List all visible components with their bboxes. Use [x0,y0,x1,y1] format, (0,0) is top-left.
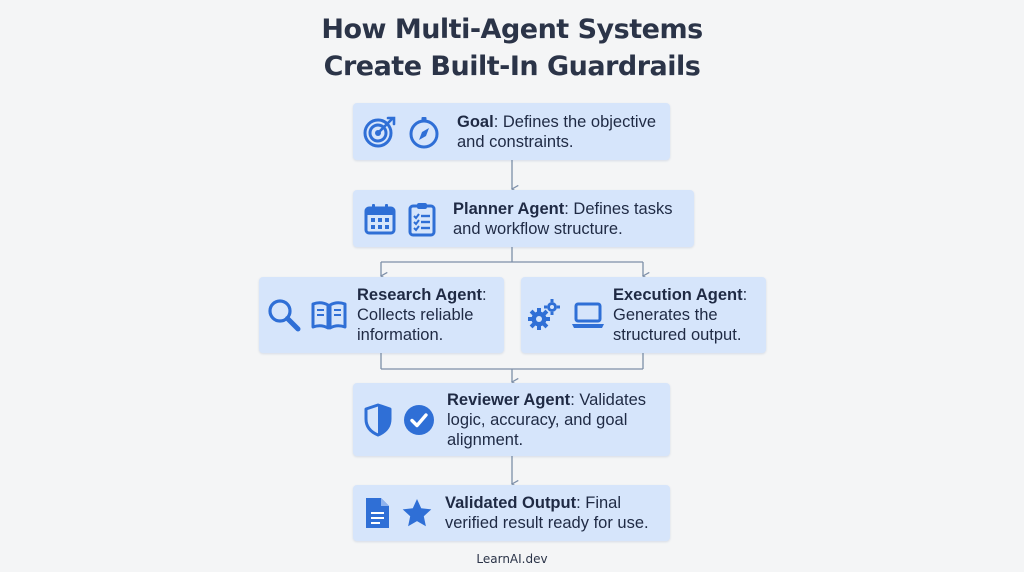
shield-icon [363,403,393,437]
goal-text: Goal: Defines the objective and constrai… [457,112,670,152]
gears-icon [527,298,561,332]
execution-agent-text: Execution Agent: Generates the structure… [613,285,766,345]
planner-agent-name: Planner Agent [453,199,565,218]
calendar-icon [363,202,397,236]
goal-name: Goal [457,112,494,131]
validated-output-description: : Final verified result ready for use. [445,494,649,532]
compass-icon [407,115,441,149]
validated-output-name: Validated Output [445,494,577,512]
planner-agent-text: Planner Agent: Defines tasks and workflo… [453,199,694,239]
reviewer-agent-text: Reviewer Agent: Validates logic, accurac… [447,390,670,450]
execution-agent-description: : Generates the structured output. [613,286,748,344]
validated-output-text: Validated Output: Final verified result … [445,493,670,533]
diagram-title-line-2: Create Built-In Guardrails [323,51,701,82]
footer-brand: LearnAI.dev [476,552,548,566]
research-agent-description: : Collects reliable information. [357,286,487,344]
book-icon [311,300,347,330]
magnifier-icon [267,298,301,332]
checkmark-icon [403,404,435,436]
execution-agent-name: Execution Agent [613,286,743,304]
checklist-icon [407,201,437,237]
reviewer-agent-name: Reviewer Agent [447,390,571,409]
goal-description: : Defines the objective and constraints. [457,112,657,151]
planner-agent-description: : Defines tasks and workflow structure. [453,199,673,238]
reviewer-agent-description: : Validates logic, accuracy, and goal al… [447,390,647,449]
validated-output-node: Validated Output: Final verified result … [353,485,670,541]
goal-node: Goal: Defines the objective and constrai… [353,103,670,160]
planner-agent-node: Planner Agent: Defines tasks and workflo… [353,190,694,247]
star-icon [401,497,433,529]
diagram-title-line-1: How Multi-Agent Systems [321,14,703,45]
research-agent-text: Research Agent: Collects reliable inform… [357,285,504,345]
research-agent-name: Research Agent [357,286,483,304]
document-icon [363,496,391,530]
reviewer-agent-node: Reviewer Agent: Validates logic, accurac… [353,383,670,456]
research-agent-node: Research Agent: Collects reliable inform… [259,277,504,353]
execution-agent-node: Execution Agent: Generates the structure… [521,277,766,353]
target-icon [363,115,397,149]
laptop-icon [571,301,605,329]
